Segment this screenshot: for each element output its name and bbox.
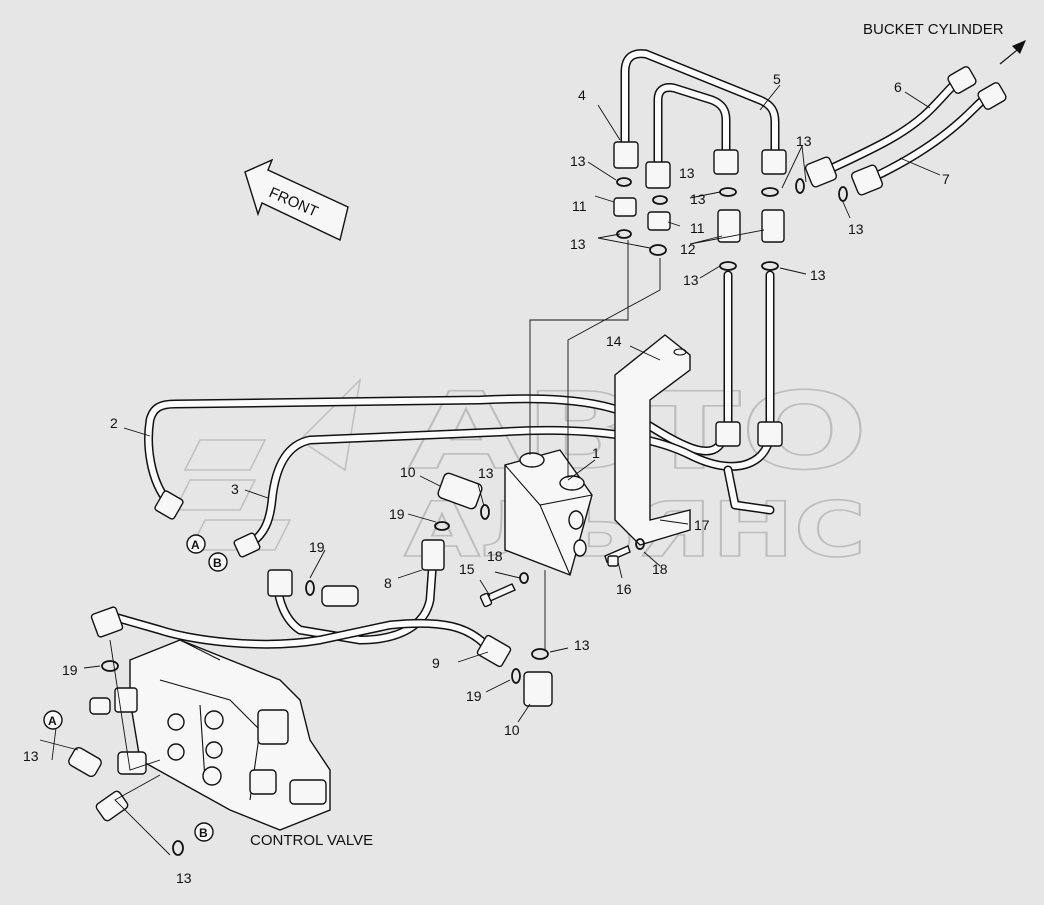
marker-a-valve: A — [43, 710, 63, 730]
marker-a-top: A — [186, 534, 206, 554]
callout-13c: 13 — [690, 191, 706, 207]
callout-5: 5 — [773, 71, 781, 87]
control-valve-body — [68, 639, 331, 831]
callout-13d: 13 — [570, 236, 586, 252]
callout-18b: 18 — [652, 561, 668, 577]
callout-19c: 19 — [62, 662, 78, 678]
front-arrow-icon: FRONT — [244, 158, 349, 242]
o-rings — [101, 177, 848, 856]
callout-9: 9 — [432, 655, 440, 671]
callout-4: 4 — [578, 87, 586, 103]
hose-line-9 — [113, 613, 495, 655]
callout-1: 1 — [592, 445, 600, 461]
hose-line-8 — [273, 540, 439, 645]
callout-13e: 13 — [683, 272, 699, 288]
callout-18a: 18 — [487, 548, 503, 564]
bucket-cylinder-arrow-icon — [999, 40, 1026, 65]
callout-19b: 19 — [309, 539, 325, 555]
vertical-tubes-12 — [723, 270, 775, 515]
bolts — [479, 545, 631, 608]
callout-11a: 11 — [572, 198, 587, 214]
control-valve-caption: CONTROL VALVE — [250, 832, 373, 849]
callout-13i: 13 — [478, 465, 494, 481]
callout-13g: 13 — [796, 133, 812, 149]
callout-10a: 10 — [400, 464, 416, 480]
callout-13f: 13 — [810, 267, 826, 283]
callout-16: 16 — [616, 581, 632, 597]
callout-13a: 13 — [570, 153, 586, 169]
callout-10b: 10 — [504, 722, 520, 738]
callout-13j: 13 — [574, 637, 590, 653]
marker-a-valve-label: A — [48, 714, 57, 728]
marker-b-top: B — [208, 552, 228, 572]
callout-14: 14 — [606, 333, 622, 349]
callout-2: 2 — [110, 415, 118, 431]
callout-11b: 11 — [690, 220, 705, 236]
callout-13h: 13 — [848, 221, 864, 237]
hose-line-2 — [144, 394, 730, 507]
manifold-block-1 — [504, 449, 593, 576]
callout-13l: 13 — [176, 870, 192, 886]
marker-b-top-label: B — [213, 556, 222, 570]
callout-15: 15 — [459, 561, 475, 577]
callout-17: 17 — [694, 517, 710, 533]
bucket-cylinder-caption: BUCKET CYLINDER — [863, 21, 1004, 38]
marker-b-valve: B — [194, 822, 214, 842]
callout-7: 7 — [942, 171, 950, 187]
pipe-line-5 — [653, 83, 731, 167]
callout-3: 3 — [231, 481, 239, 497]
leader-lines — [39, 84, 941, 856]
fittings — [90, 66, 1007, 707]
pipe-line-4 — [620, 49, 780, 155]
callout-19a: 19 — [389, 506, 405, 522]
callout-13k: 13 — [23, 748, 39, 764]
callout-13b: 13 — [679, 165, 695, 181]
callout-8: 8 — [384, 575, 392, 591]
callout-6: 6 — [894, 79, 902, 95]
mounting-bracket-14 — [614, 334, 691, 546]
callout-12: 12 — [680, 241, 696, 257]
marker-b-valve-label: B — [199, 826, 208, 840]
callout-19d: 19 — [466, 688, 482, 704]
marker-a-top-label: A — [191, 538, 200, 552]
callout-numbers: 1 2 3 4 5 6 7 8 9 10 10 11 11 12 13 13 1… — [23, 71, 950, 886]
